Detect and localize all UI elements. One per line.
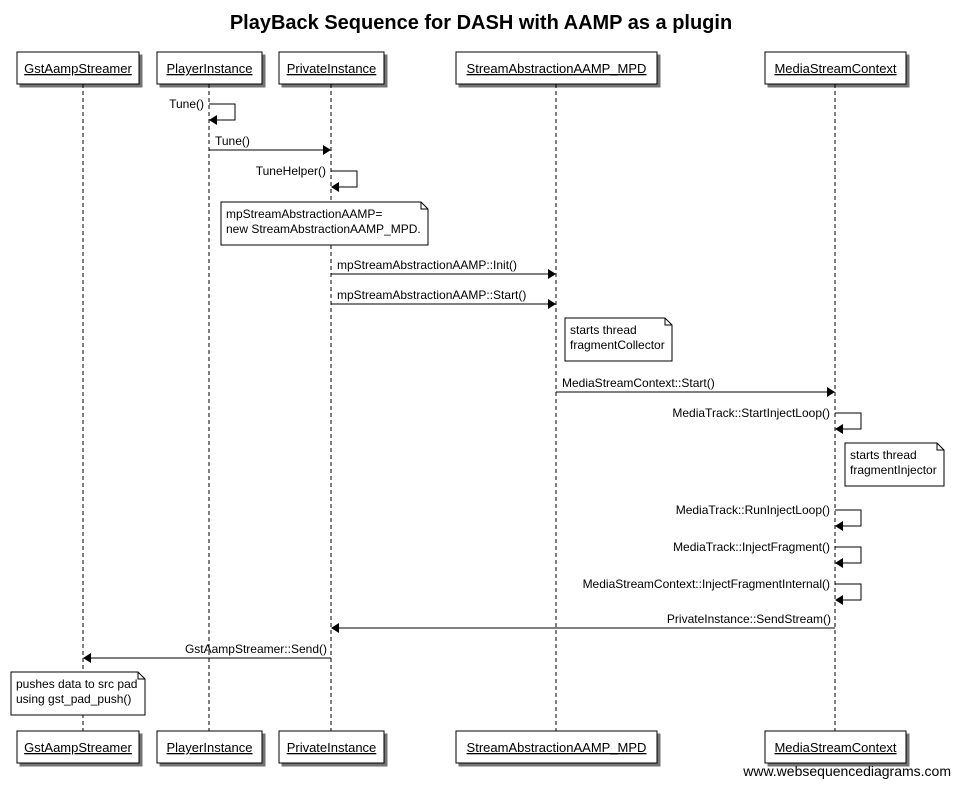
diagram-title: PlayBack Sequence for DASH with AAMP as …	[230, 12, 732, 34]
participant-label: PrivateInstance	[287, 740, 377, 755]
step-self-0: Tune()	[169, 97, 236, 125]
arrow-head	[827, 387, 835, 397]
self-message-arrow	[331, 170, 358, 188]
participant-box	[764, 51, 907, 85]
self-message-arrow	[835, 509, 862, 527]
participants-top: GstAampStreamer PlayerInstance PrivateInst…	[16, 51, 907, 85]
lifelines	[82, 84, 836, 731]
note-line: starts thread	[570, 323, 637, 337]
note-line: pushes data to src pad	[16, 677, 137, 691]
step-self-12: MediaStreamContext::InjectFragmentIntern…	[583, 577, 862, 605]
participant-box	[764, 730, 907, 764]
arrow-head	[323, 145, 331, 155]
step-note-3: mpStreamAbstractionAAMP=new StreamAbstra…	[220, 201, 429, 246]
participant-sam-top: StreamAbstractionAAMP_MPD	[455, 51, 658, 85]
participant-box	[156, 730, 263, 764]
participant-gst-bottom: GstAampStreamer	[16, 730, 140, 764]
note-box	[844, 442, 945, 487]
participant-box	[278, 730, 385, 764]
participant-box	[278, 51, 385, 85]
participant-sam-bottom: StreamAbstractionAAMP_MPD	[455, 730, 658, 764]
note-box	[564, 317, 673, 362]
participant-box	[16, 51, 140, 85]
arrow-head	[209, 115, 217, 125]
participant-player-top: PlayerInstance	[156, 51, 263, 85]
message-label: mpStreamAbstractionAAMP::Init()	[337, 258, 517, 272]
participant-msc-top: MediaStreamContext	[764, 51, 907, 85]
participant-priv-top: PrivateInstance	[278, 51, 385, 85]
note-fold	[137, 672, 145, 680]
message-label: mpStreamAbstractionAAMP::Start()	[337, 288, 526, 302]
participant-label: MediaStreamContext	[774, 740, 896, 755]
message-label: TuneHelper()	[256, 164, 326, 178]
participant-label: GstAampStreamer	[24, 740, 132, 755]
participant-label: StreamAbstractionAAMP_MPD	[467, 61, 647, 76]
message-label: GstAampStreamer::Send()	[185, 642, 327, 656]
participant-priv-bottom: PrivateInstance	[278, 730, 385, 764]
message-label: PrivateInstance::SendStream()	[667, 612, 831, 626]
step-self-8: MediaTrack::StartInjectLoop()	[672, 406, 862, 434]
note-fold	[664, 318, 672, 326]
self-message-arrow	[835, 412, 862, 430]
step-msg-1: Tune()	[209, 134, 331, 155]
arrow-head	[83, 653, 91, 663]
arrow-head	[835, 424, 843, 434]
participant-label: PlayerInstance	[167, 61, 253, 76]
message-label: Tune()	[215, 134, 250, 148]
message-label: MediaTrack::StartInjectLoop()	[672, 406, 830, 420]
footer-credit: www.websequencediagrams.com	[742, 763, 951, 779]
step-self-11: MediaTrack::InjectFragment()	[673, 540, 862, 568]
message-label: MediaStreamContext::InjectFragmentIntern…	[583, 577, 830, 591]
participant-label: StreamAbstractionAAMP_MPD	[467, 740, 647, 755]
self-message-arrow	[835, 546, 862, 564]
step-msg-13: PrivateInstance::SendStream()	[331, 612, 835, 633]
arrow-head	[548, 299, 556, 309]
self-message-arrow	[209, 103, 236, 121]
message-label: Tune()	[169, 97, 204, 111]
participant-box	[16, 730, 140, 764]
note-line: fragmentInjector	[850, 463, 937, 477]
step-self-10: MediaTrack::RunInjectLoop()	[676, 503, 862, 531]
note-fold	[936, 443, 944, 451]
note-box	[220, 201, 429, 246]
note-line: fragmentCollector	[570, 338, 665, 352]
note-line: new StreamAbstractionAAMP_MPD.	[226, 222, 421, 236]
participant-label: MediaStreamContext	[774, 61, 896, 76]
arrow-head	[835, 521, 843, 531]
note-fold	[420, 202, 428, 210]
participant-msc-bottom: MediaStreamContext	[764, 730, 907, 764]
note-box	[10, 671, 146, 716]
arrow-head	[835, 595, 843, 605]
message-label: MediaStreamContext::Start()	[562, 376, 715, 390]
message-label: MediaTrack::RunInjectLoop()	[676, 503, 830, 517]
diagram-steps: Tune() Tune() TuneHelper() mpStreamAbstract…	[10, 97, 945, 716]
step-msg-4: mpStreamAbstractionAAMP::Init()	[331, 258, 556, 279]
participant-label: PlayerInstance	[167, 740, 253, 755]
note-line: using gst_pad_push()	[16, 692, 131, 706]
arrow-head	[835, 558, 843, 568]
participant-gst-top: GstAampStreamer	[16, 51, 140, 85]
participant-label: PrivateInstance	[287, 61, 377, 76]
self-message-arrow	[835, 583, 862, 601]
note-line: mpStreamAbstractionAAMP=	[226, 207, 382, 221]
arrow-head	[548, 269, 556, 279]
arrow-head	[331, 623, 339, 633]
step-self-2: TuneHelper()	[256, 164, 358, 192]
participant-box	[156, 51, 263, 85]
participant-box	[455, 730, 658, 764]
step-msg-7: MediaStreamContext::Start()	[556, 376, 835, 397]
arrow-head	[331, 182, 339, 192]
step-msg-14: GstAampStreamer::Send()	[83, 642, 331, 663]
participant-player-bottom: PlayerInstance	[156, 730, 263, 764]
participant-label: GstAampStreamer	[24, 61, 132, 76]
participant-box	[455, 51, 658, 85]
step-msg-5: mpStreamAbstractionAAMP::Start()	[331, 288, 556, 309]
participants-bottom: GstAampStreamer PlayerInstance PrivateInst…	[16, 730, 907, 764]
note-line: starts thread	[850, 448, 917, 462]
message-label: MediaTrack::InjectFragment()	[673, 540, 830, 554]
